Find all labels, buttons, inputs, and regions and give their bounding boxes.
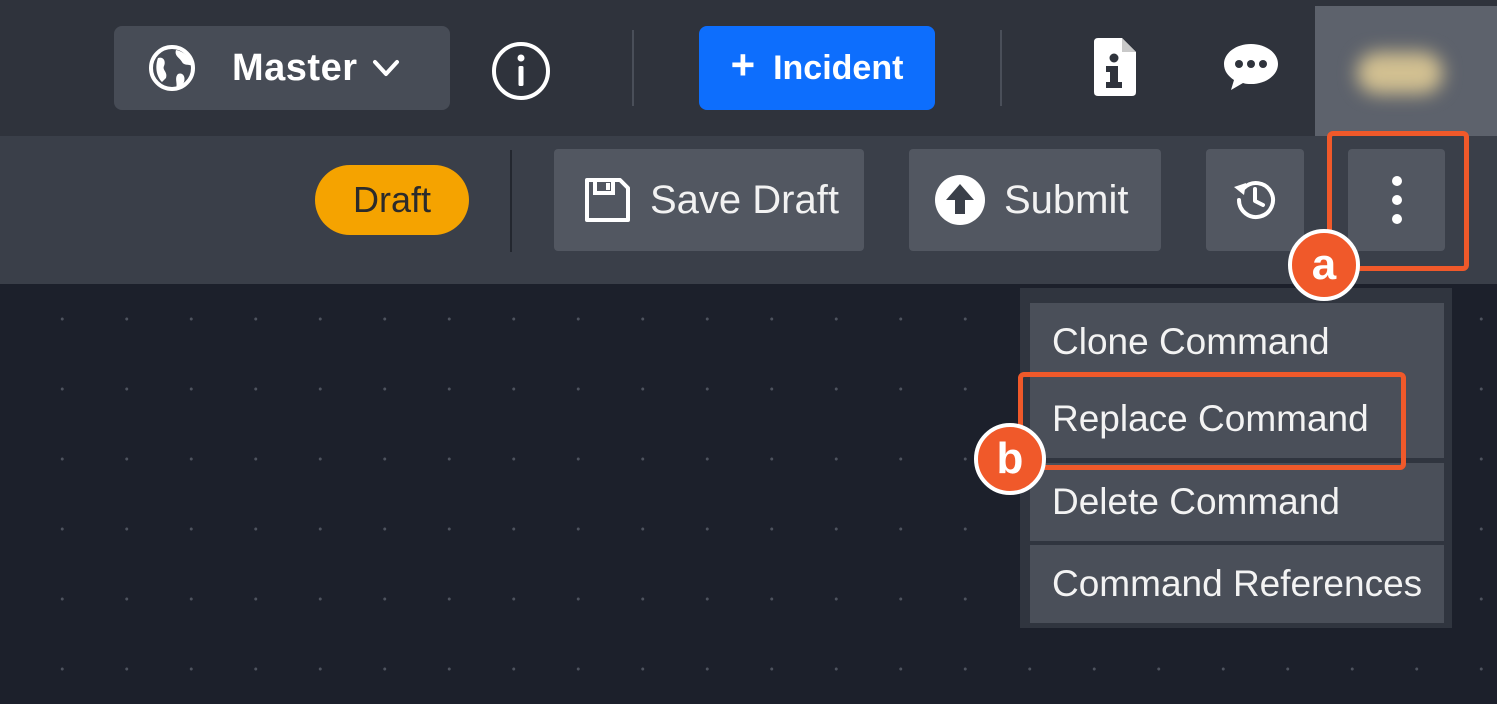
callout-b: b	[974, 423, 1046, 495]
menu-item-label: Command References	[1052, 563, 1423, 604]
save-draft-label: Save Draft	[650, 177, 839, 222]
save-draft-button[interactable]: Save Draft	[554, 149, 864, 251]
chat-bubble-icon[interactable]	[1222, 42, 1280, 92]
avatar-image	[1357, 52, 1443, 94]
menu-item-label: Replace Command	[1052, 398, 1369, 439]
toolbar-divider	[510, 150, 512, 252]
incident-label: Incident	[773, 48, 904, 87]
menu-item-label: Delete Command	[1052, 481, 1340, 522]
document-info-icon[interactable]	[1090, 36, 1138, 98]
floppy-disk-icon	[585, 178, 630, 222]
user-avatar[interactable]	[1315, 6, 1497, 136]
command-toolbar: Draft Save Draft Submit	[0, 136, 1497, 284]
history-clock-icon	[1234, 181, 1275, 220]
callout-a: a	[1288, 229, 1360, 301]
highlight-replace-command	[1018, 372, 1406, 470]
kebab-vertical-icon	[1391, 176, 1402, 224]
menu-item-command-references[interactable]: Command References	[1030, 545, 1444, 623]
info-circle-icon[interactable]	[490, 40, 552, 102]
submit-button[interactable]: Submit	[909, 149, 1161, 251]
plus-icon: +	[730, 41, 756, 88]
upload-arrow-circle-icon	[935, 175, 985, 225]
chevron-down-icon	[372, 60, 399, 76]
menu-item-clone-command[interactable]: Clone Command	[1030, 303, 1444, 381]
menu-item-replace-command[interactable]: Replace Command	[1030, 380, 1444, 458]
highlight-more-options	[1327, 131, 1469, 271]
top-navigation-bar: Master + Incident	[0, 0, 1497, 136]
history-button[interactable]	[1206, 149, 1304, 251]
globe-icon	[149, 45, 195, 91]
submit-label: Submit	[1004, 177, 1129, 222]
environment-label: Master	[232, 46, 358, 89]
more-options-button[interactable]	[1348, 149, 1445, 251]
toolbar-divider	[632, 30, 634, 106]
environment-selector[interactable]: Master	[114, 26, 450, 110]
new-incident-button[interactable]: + Incident	[699, 26, 935, 110]
menu-item-label: Clone Command	[1052, 321, 1330, 362]
status-badge: Draft	[315, 165, 469, 235]
toolbar-divider	[1000, 30, 1002, 106]
more-options-menu: Clone Command Replace Command Delete Com…	[1020, 288, 1452, 628]
menu-item-delete-command[interactable]: Delete Command	[1030, 463, 1444, 541]
